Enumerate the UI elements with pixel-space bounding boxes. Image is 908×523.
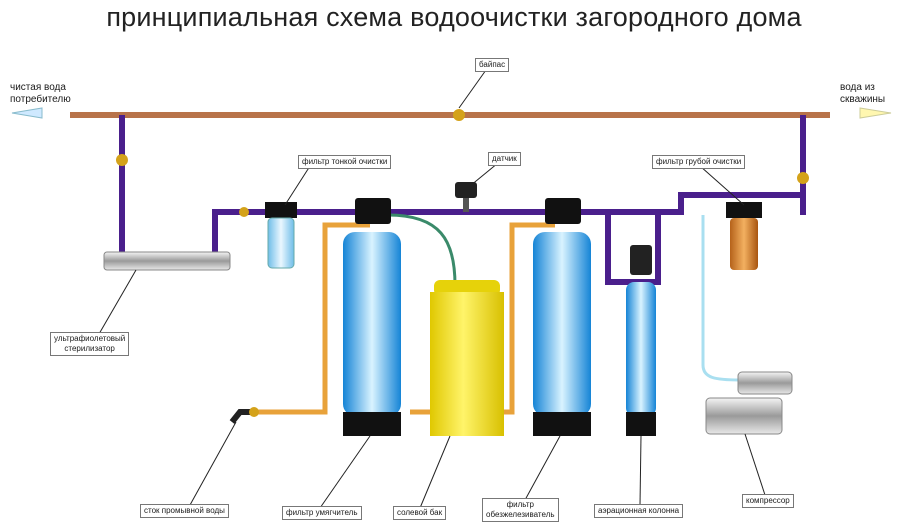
iron-filter-head	[545, 198, 581, 224]
iron-filter-label: фильтр обезжелезиватель	[482, 498, 559, 522]
well-water-line2: скважины	[840, 94, 886, 105]
aeration-pipe	[605, 212, 661, 285]
sensor-stem	[463, 198, 469, 212]
well-water-label: вода из скважины	[840, 82, 885, 106]
diagram-title: принципиальная схема водоочистки загород…	[106, 2, 802, 32]
inlet-valve	[797, 172, 809, 184]
consumer-riser-pipe	[119, 115, 125, 255]
clean-water-line1: чистая вода	[10, 82, 66, 93]
air-line	[701, 215, 741, 382]
salt-tank-label: солевой бак	[393, 506, 447, 520]
uv-valve	[239, 207, 249, 217]
well-inlet-pipe	[800, 115, 806, 215]
softener-head	[355, 198, 391, 224]
compressor-label: компрессор	[742, 494, 794, 508]
aeration-base	[626, 412, 656, 436]
bypass-label: байпас	[475, 58, 510, 72]
fine-filter-housing	[267, 217, 295, 269]
softener-bypass-pipe	[255, 222, 370, 415]
salt-tank	[430, 292, 504, 436]
uv-label-line1: ультрафиолетовый	[54, 334, 126, 343]
softener-base	[343, 412, 401, 436]
aeration-column	[626, 282, 656, 416]
brine-line	[387, 213, 457, 286]
fine-filter-head	[265, 202, 297, 218]
aeration-valve	[630, 245, 652, 275]
leader-lines	[98, 69, 766, 509]
iron-filter-base	[533, 412, 591, 436]
coarse-filter-housing	[730, 218, 758, 270]
coarse-filter-head	[726, 202, 762, 218]
outflow-arrow	[11, 107, 43, 119]
uv-sterilizer-label: ультрафиолетовый стерилизатор	[50, 332, 130, 356]
aeration-column-label: аэрационная колонна	[594, 504, 684, 518]
iron-label-line1: фильтр	[506, 500, 534, 509]
softener-tank	[343, 232, 401, 416]
drain-valve	[249, 407, 259, 417]
main-pipe	[70, 112, 830, 118]
sensor	[455, 182, 477, 198]
uv-label-line2: стерилизатор	[64, 344, 115, 353]
compressor-body	[705, 397, 783, 435]
drain-label: сток промывной воды	[140, 504, 229, 518]
well-water-line1: вода из	[840, 82, 875, 93]
inflow-arrow	[859, 107, 892, 119]
consumer-valve	[116, 154, 128, 166]
sensor-label: датчик	[488, 152, 521, 166]
compressor-top	[737, 371, 793, 395]
iron-filter-tank	[533, 232, 591, 416]
fine-filter-label: фильтр тонкой очистки	[298, 155, 392, 169]
uv-sterilizer	[103, 251, 231, 271]
clean-water-line2: потребителю	[10, 94, 71, 105]
clean-water-label: чистая вода потребителю	[10, 82, 71, 106]
bypass-valve	[453, 109, 465, 121]
filter-line-pipe	[212, 192, 806, 255]
iron-label-line2: обезжелезиватель	[486, 510, 555, 519]
coarse-filter-label: фильтр грубой очистки	[652, 155, 746, 169]
softener-label: фильтр умягчитель	[282, 506, 362, 520]
